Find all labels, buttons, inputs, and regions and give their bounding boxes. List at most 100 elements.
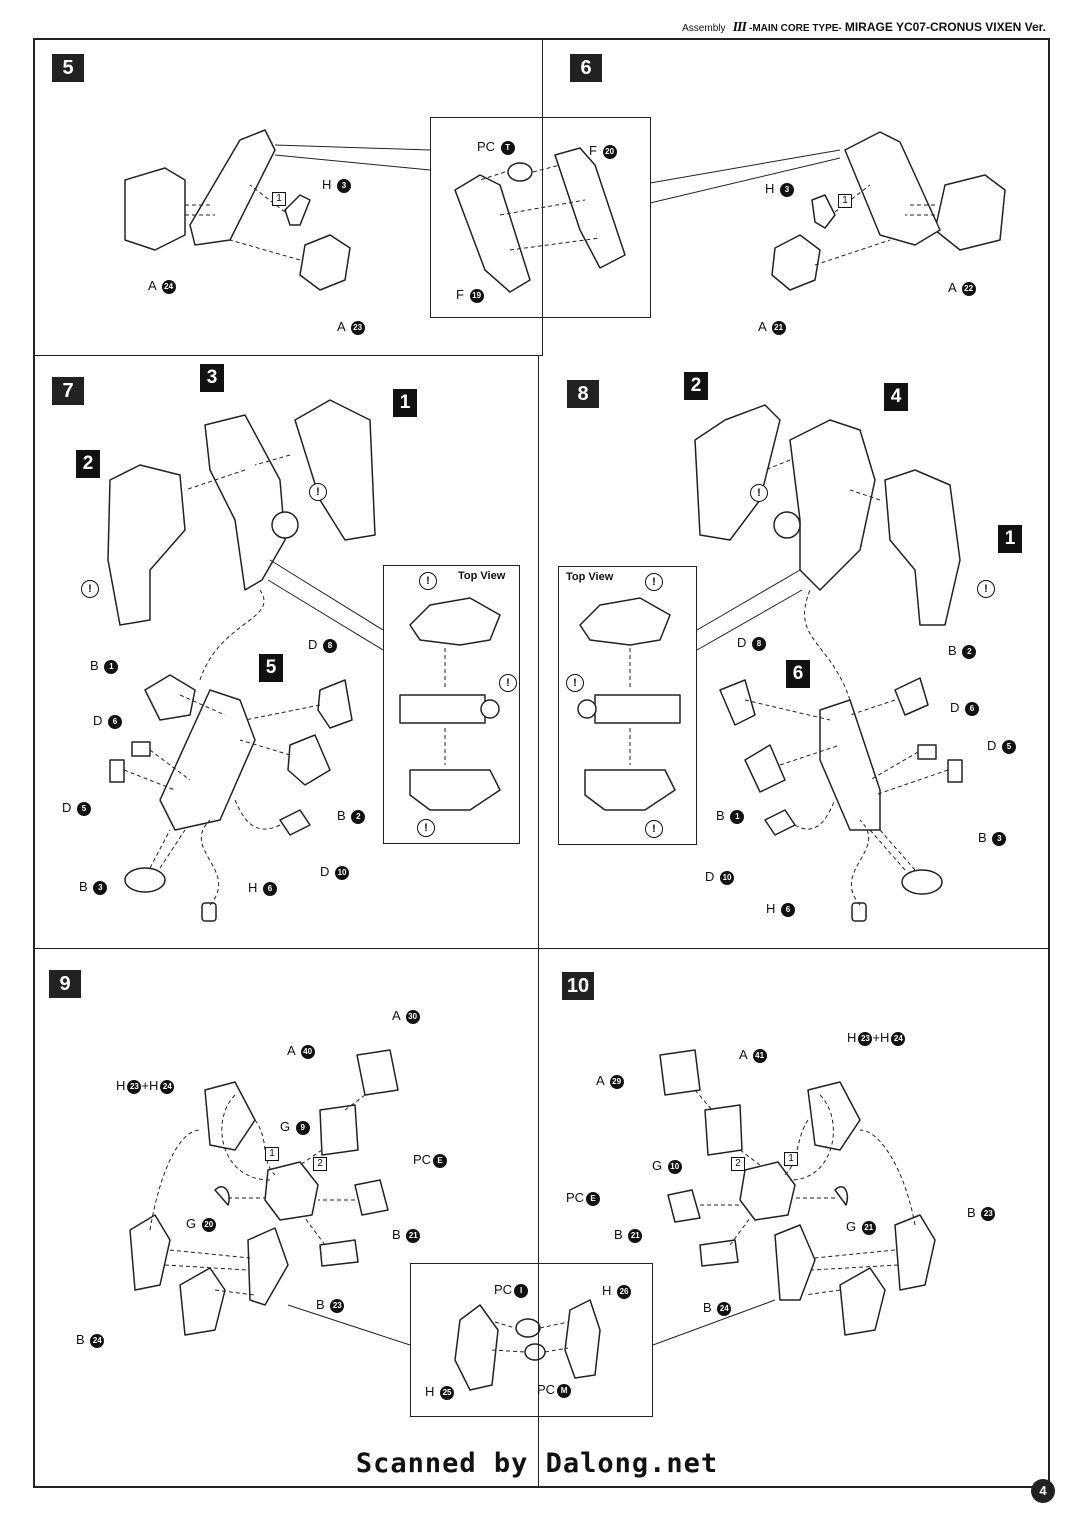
page-number: 4 (1031, 1479, 1055, 1503)
header-title: MIRAGE YC07-CRONUS VIXEN Ver. (844, 20, 1046, 34)
step8-label-d8: D 8 (737, 635, 767, 651)
part-d10-shape (279, 809, 311, 836)
inset-f19-shape (454, 174, 531, 293)
step6-label-a22: A 22 (948, 280, 976, 296)
step9-label-b23: B 23 (316, 1297, 345, 1313)
step5-label-a24: A 24 (148, 278, 176, 294)
inset7-warn-3: ! (417, 819, 435, 837)
step8-label-d5: D 5 (987, 738, 1017, 754)
inset7-caption: Top View (458, 570, 506, 582)
step9-order-2: 2 (313, 1157, 327, 1171)
step9-label-a40: A 40 (287, 1043, 315, 1059)
part-b1-mirror-shape (744, 744, 786, 793)
step-number-9: 9 (49, 970, 81, 998)
topview7-lower-shape (409, 769, 501, 811)
step-panel-5 (33, 38, 543, 356)
part-d6-shape (131, 741, 151, 757)
step8-ref-6: 6 (786, 660, 810, 688)
part-ref5-shape (159, 689, 256, 831)
step10-label-b21: B 21 (614, 1227, 643, 1243)
part-b21-mirror-shape (699, 1239, 739, 1267)
inset56-label-f20: F 20 (589, 143, 617, 159)
step8-warn-2: ! (977, 580, 995, 598)
inset7-warn-2: ! (499, 674, 517, 692)
part-b1-shape (144, 674, 196, 721)
main-frame (33, 38, 1050, 1488)
part-ref2-shape (107, 464, 186, 626)
part-d5-shape (109, 759, 125, 783)
step8-ref-1: 1 (998, 525, 1022, 553)
part-b3-shape (124, 867, 166, 893)
part-b-joint-shape (179, 1267, 226, 1336)
scan-watermark-text: Scanned by Dalong.net (355, 1448, 719, 1479)
part-d5-mirror-shape (947, 759, 963, 783)
part-a21-shape (771, 234, 821, 291)
header-type: -MAIN CORE TYPE- (748, 23, 842, 34)
part-d8-shape (317, 679, 353, 729)
part-h6-shape (201, 902, 217, 922)
step5-label-a23: A 23 (337, 319, 365, 335)
step9-label-g20: G 20 (186, 1216, 216, 1232)
part-b23-mirror-shape (894, 1214, 936, 1291)
step-number-8: 8 (567, 380, 599, 408)
topview7-middle-shape (399, 694, 486, 724)
step9-order-1: 1 (265, 1147, 279, 1161)
inset56-label-f19: F 19 (456, 287, 484, 303)
step8-ref-4: 4 (884, 383, 908, 411)
step-number-7: 7 (52, 377, 84, 405)
step7-label-d5: D 5 (62, 800, 92, 816)
part-g9-shape (264, 1161, 319, 1221)
step10-label-g10: G 10 (652, 1158, 682, 1174)
inset8-warn-1: ! (645, 573, 663, 591)
step8-label-h6: H 6 (766, 901, 796, 917)
step10-label-a41: A 41 (739, 1047, 767, 1063)
part-arm-frame-shape (189, 129, 276, 246)
step9-label-g9: G 9 (280, 1119, 310, 1135)
step6-label-a21: A 21 (758, 319, 786, 335)
page-header: Assembly III -MAIN CORE TYPE- MIRAGE YC0… (682, 20, 1046, 36)
step6-order-1: 1 (838, 194, 852, 208)
topview8-middle-shape (594, 694, 681, 724)
part-b24-mirror-shape (774, 1224, 816, 1301)
inset910-label-h25: H 25 (425, 1384, 455, 1400)
part-ref4-ball (773, 511, 801, 539)
step7-label-b1: B 1 (90, 658, 119, 674)
step9-label-b24: B 24 (76, 1332, 105, 1348)
inset-step9-10 (410, 1263, 653, 1417)
step7-warn-1: ! (309, 483, 327, 501)
inset-h26-shape (564, 1299, 601, 1379)
step-number-6: 6 (570, 54, 602, 82)
step7-label-b3: B 3 (79, 879, 108, 895)
step7-ref-5: 5 (259, 654, 283, 682)
topview8-ball (577, 699, 597, 719)
part-a30-shape (356, 1049, 399, 1096)
step8-ref-2: 2 (684, 372, 708, 400)
step9-label-a30: A 30 (392, 1008, 420, 1024)
part-b-joint-mirror-shape (839, 1267, 886, 1336)
center-divider (538, 355, 539, 1488)
step9-label-b21: B 21 (392, 1227, 421, 1243)
step7-label-h6: H 6 (248, 880, 278, 896)
step8-label-d10: D 10 (705, 869, 735, 885)
header-roman: III (732, 20, 747, 35)
step10-label-g21: G 21 (846, 1219, 876, 1235)
part-d8-mirror-shape (719, 679, 756, 726)
step-number-10: 10 (562, 972, 594, 1000)
part-pce-mirror-shape (667, 1189, 701, 1223)
part-b21-shape (319, 1239, 359, 1267)
part-b2-shape (287, 734, 331, 786)
inset8-caption: Top View (566, 571, 614, 583)
part-ref3-shape (204, 414, 286, 591)
step-number-5: 5 (52, 54, 84, 82)
step8-label-d6: D 6 (950, 700, 980, 716)
step7-warn-2: ! (81, 580, 99, 598)
part-arm-frame-mirror-shape (844, 131, 941, 246)
step7-ref-2: 2 (76, 450, 100, 478)
step8-label-b3: B 3 (978, 830, 1007, 846)
topview8-upper-shape (579, 597, 671, 646)
inset-step7-topview: Top View (383, 565, 520, 844)
